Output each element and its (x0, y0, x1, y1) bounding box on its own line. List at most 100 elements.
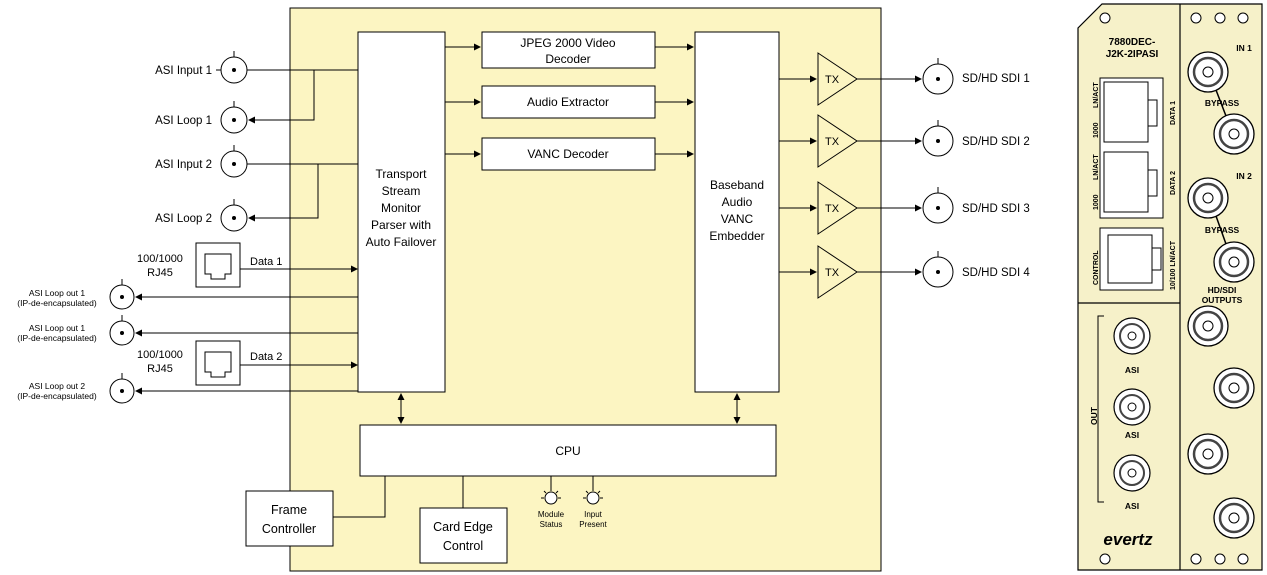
tx-driver-2: TX (817, 114, 858, 168)
audio-extractor-label: Audio Extractor (527, 95, 609, 109)
panel-asi-bnc-3 (1113, 454, 1151, 492)
panel-asi-bnc-1 (1113, 317, 1151, 355)
panel-in2-bnc (1187, 177, 1229, 219)
asi-loop-2-label: ASI Loop 2 (155, 213, 212, 225)
cpu-block (359, 424, 777, 477)
jpeg-line2: Decoder (545, 52, 590, 66)
panel-bypass1-bnc (1213, 113, 1255, 155)
input-present-line2: Present (579, 520, 607, 529)
panel-in1-label: IN 1 (1236, 43, 1252, 53)
panel-sdi-out-bnc-1 (1187, 305, 1229, 347)
baseband-embedder-block (694, 31, 780, 393)
panel-sdi-out-bnc-4 (1213, 497, 1255, 539)
vanc-decoder-block (481, 137, 656, 171)
embedder-line-1: Baseband (710, 178, 764, 192)
panel-control-port (1099, 227, 1164, 291)
asi-input-1-connector (216, 51, 248, 84)
svg-text:TX: TX (825, 136, 840, 148)
loop-out-1b-connector (109, 315, 135, 346)
panel-asi3-label: ASI (1125, 501, 1139, 511)
module-status-led-icon (541, 476, 561, 505)
panel-brand-logo: evertz (1103, 530, 1153, 549)
panel-ln-act-1: LN/ACT (1093, 82, 1100, 108)
frame-controller-block (245, 490, 334, 547)
panel-10-100-label: 10/100 LN/ACT (1170, 240, 1177, 290)
panel-asi2-label: ASI (1125, 430, 1139, 440)
loop-out-2-line2: (IP-de-encapsulated) (17, 391, 97, 401)
rj45-a-label-line2: RJ45 (147, 267, 173, 279)
loop-out-1a-line2: (IP-de-encapsulated) (17, 298, 97, 308)
panel-out-label: OUT (1089, 406, 1099, 425)
embedder-line-2: Audio (722, 195, 753, 209)
asi-input-1-label: ASI Input 1 (155, 65, 212, 77)
asi-loop-2-connector (220, 199, 248, 232)
panel-data1: DATA 1 (1170, 101, 1177, 125)
transport-stream-monitor-block (357, 31, 446, 393)
panel-asi1-label: ASI (1125, 365, 1139, 375)
panel-out-bracket (1097, 315, 1104, 503)
svg-text:TX: TX (825, 267, 840, 279)
data-1-label: Data 1 (250, 256, 282, 268)
frame-controller-line2: Controller (262, 522, 316, 536)
card-edge-line2: Control (443, 539, 483, 553)
rj45-b-jack (195, 340, 241, 386)
panel-hdsdi-line2: OUTPUTS (1202, 295, 1243, 305)
input-present-led-icon (583, 476, 603, 505)
module-status-line1: Module (538, 510, 565, 519)
tsm-line-4: Parser with (371, 218, 431, 232)
panel-bypass2-bnc (1213, 241, 1255, 283)
panel-bypass2-label: BYPASS (1205, 225, 1240, 235)
asi-loop-1-label: ASI Loop 1 (155, 115, 212, 127)
loop-out-1b-line2: (IP-de-encapsulated) (17, 333, 97, 343)
rj45-a-jack (195, 242, 241, 288)
sdi-output-2-label: SD/HD SDI 2 (962, 136, 1030, 148)
panel-model-line1: 7880DEC- (1109, 37, 1156, 48)
tx-driver-1: TX (817, 52, 858, 106)
panel-speed-2: 1000 (1093, 194, 1100, 210)
loop-out-1a-connector (109, 279, 135, 310)
asi-input-2-connector (220, 145, 248, 178)
loop-out-2-connector (109, 373, 135, 404)
panel-in2-label: IN 2 (1236, 171, 1252, 181)
panel-asi-bnc-2 (1113, 388, 1151, 426)
panel-hdsdi-line1: HD/SDI (1208, 285, 1237, 295)
tx-driver-3: TX (817, 181, 858, 235)
embedder-line-4: Embedder (709, 229, 764, 243)
panel-data-ports (1099, 77, 1164, 219)
panel-sdi-out-bnc-2 (1213, 367, 1255, 409)
panel-speed-1: 1000 (1093, 122, 1100, 138)
sdi-output-1-connector (922, 58, 954, 95)
tx-driver-4: TX (817, 245, 858, 299)
audio-extractor-block (481, 85, 656, 119)
loop-out-1b-line1: ASI Loop out 1 (29, 323, 86, 333)
panel-ln-act-2: LN/ACT (1093, 154, 1100, 180)
data-2-label: Data 2 (250, 351, 282, 363)
card-edge-line1: Card Edge (433, 520, 493, 534)
panel-control-label: CONTROL (1093, 250, 1100, 285)
cpu-label: CPU (555, 444, 580, 458)
tsm-line-3: Monitor (381, 201, 421, 215)
tsm-line-5: Auto Failover (366, 235, 437, 249)
loop-out-1a-line1: ASI Loop out 1 (29, 288, 86, 298)
input-present-line1: Input (584, 510, 603, 519)
rj45-b-label-line2: RJ45 (147, 363, 173, 375)
card-edge-control-block (419, 507, 508, 564)
sdi-output-4-connector (922, 251, 954, 288)
embedder-line-3: VANC (721, 212, 754, 226)
panel-model-line2: J2K-2IPASI (1106, 49, 1159, 60)
sdi-output-3-label: SD/HD SDI 3 (962, 203, 1030, 215)
sdi-output-1-label: SD/HD SDI 1 (962, 73, 1030, 85)
tsm-line-1: Transport (376, 167, 428, 181)
jpeg-line1: JPEG 2000 Video (520, 36, 616, 50)
module-status-line2: Status (540, 520, 563, 529)
sdi-output-3-connector (922, 187, 954, 224)
asi-input-2-label: ASI Input 2 (155, 159, 212, 171)
panel-data2: DATA 2 (1170, 171, 1177, 195)
svg-text:TX: TX (825, 74, 840, 86)
panel-in1-bnc (1187, 51, 1229, 93)
panel-bypass1-label: BYPASS (1205, 98, 1240, 108)
panel-sdi-out-bnc-3 (1187, 433, 1229, 475)
svg-text:TX: TX (825, 203, 840, 215)
frame-controller-line1: Frame (271, 503, 307, 517)
